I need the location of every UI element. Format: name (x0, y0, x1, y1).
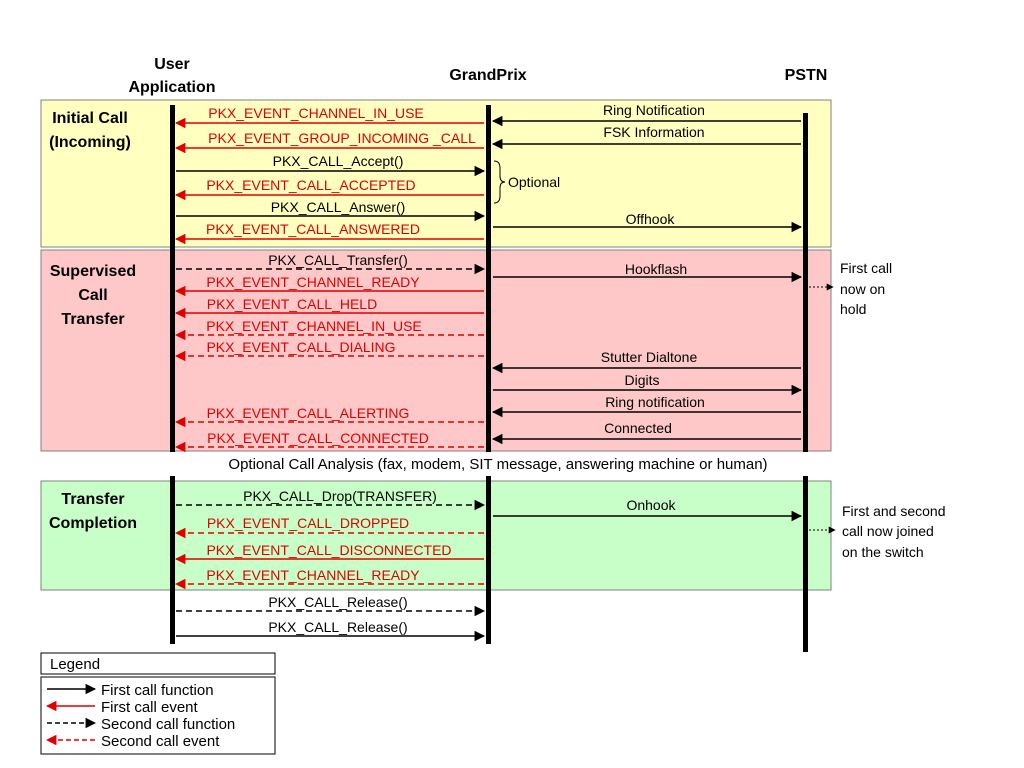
msg-call-dropped: PKX_EVENT_CALL_DROPPED (174, 515, 484, 539)
msg-channel-in-use-1-label: PKX_EVENT_CHANNEL_IN_USE (208, 105, 424, 121)
section-title-supervised-line2: Call (78, 287, 107, 304)
column-header-user-app-line1: User (154, 56, 190, 73)
msg-call-held: PKX_EVENT_CALL_HELD (174, 296, 484, 319)
msg-call-drop-label: PKX_CALL_Drop(TRANSFER) (243, 488, 437, 504)
msg-ring-notification-label: Ring Notification (603, 102, 705, 118)
msg-call-dialing: PKX_EVENT_CALL_DIALING (174, 339, 484, 362)
legend-first-call-event-label: First call event (101, 699, 199, 716)
lifeline-user-app-1 (170, 105, 175, 452)
legend-second-call-event-label: Second call event (101, 733, 220, 750)
msg-call-accept-label: PKX_CALL_Accept() (273, 153, 404, 169)
note-joined-line2: call now joined (842, 523, 934, 539)
msg-call-answer: PKX_CALL_Answer() (176, 199, 486, 222)
msg-fsk-information: FSK Information (491, 124, 801, 150)
msg-ring-notification-2-label: Ring notification (605, 394, 705, 410)
legend-title: Legend (50, 656, 100, 673)
msg-group-incoming-call: PKX_EVENT_GROUP_INCOMING _CALL (174, 130, 484, 154)
msg-hookflash-label: Hookflash (625, 261, 687, 277)
msg-ring-notification-2: Ring notification (491, 394, 801, 418)
section-title-supervised-line1: Supervised (50, 263, 136, 280)
msg-onhook: Onhook (493, 497, 803, 522)
column-header-user-app-line2: Application (128, 79, 215, 96)
msg-offhook: Offhook (493, 211, 803, 233)
msg-call-drop: PKX_CALL_Drop(TRANSFER) (176, 488, 486, 511)
section-title-supervised-line3: Transfer (61, 311, 124, 328)
section-title-completion-line2: Completion (49, 515, 137, 532)
legend-second-call-function-label: Second call function (101, 716, 235, 733)
msg-call-transfer: PKX_CALL_Transfer() (176, 252, 486, 275)
msg-channel-ready-2-label: PKX_EVENT_CHANNEL_READY (206, 567, 420, 583)
msg-call-release-1: PKX_CALL_Release() (176, 594, 486, 617)
msg-call-answer-label: PKX_CALL_Answer() (271, 199, 406, 215)
note-hold-line3: hold (840, 301, 866, 317)
msg-channel-ready-1: PKX_EVENT_CHANNEL_READY (174, 274, 484, 297)
msg-channel-in-use-1: PKX_EVENT_CHANNEL_IN_USE (174, 105, 484, 129)
msg-stutter-dialtone-label: Stutter Dialtone (601, 349, 698, 365)
msg-call-release-1-label: PKX_CALL_Release() (268, 594, 407, 610)
msg-connected-label: Connected (604, 420, 672, 436)
lifeline-pstn-1 (803, 113, 808, 452)
legend-first-call-function-label: First call function (101, 682, 214, 699)
msg-call-transfer-label: PKX_CALL_Transfer() (268, 252, 408, 268)
section-initial-call-bg (40, 99, 832, 248)
note-first-call-on-hold: First call now on hold (809, 260, 892, 317)
msg-call-held-label: PKX_EVENT_CALL_HELD (207, 296, 377, 312)
note-calls-joined: First and second call now joined on the … (809, 503, 946, 560)
note-hold-line2: now on (840, 281, 885, 297)
msg-digits: Digits (493, 372, 803, 396)
msg-connected: Connected (491, 420, 801, 445)
msg-channel-ready-1-label: PKX_EVENT_CHANNEL_READY (206, 274, 420, 290)
msg-call-dialing-label: PKX_EVENT_CALL_DIALING (206, 339, 395, 355)
lifeline-user-app-2 (170, 476, 175, 644)
note-joined-line1: First and second (842, 503, 946, 519)
optional-brace-label: Optional (508, 174, 560, 190)
msg-channel-ready-2: PKX_EVENT_CHANNEL_READY (174, 567, 484, 590)
msg-call-accepted: PKX_EVENT_CALL_ACCEPTED (174, 177, 484, 201)
optional-brace (493, 160, 506, 204)
msg-group-incoming-call-label: PKX_EVENT_GROUP_INCOMING _CALL (208, 130, 476, 146)
msg-channel-in-use-2-label: PKX_EVENT_CHANNEL_IN_USE (206, 318, 422, 334)
note-joined-line3: on the switch (842, 544, 924, 560)
legend-title-box (40, 652, 276, 675)
msg-ring-notification: Ring Notification (491, 102, 801, 127)
column-header-pstn: PSTN (785, 67, 828, 84)
msg-stutter-dialtone: Stutter Dialtone (491, 349, 801, 374)
msg-call-connected-label: PKX_EVENT_CALL_CONNECTED (207, 430, 429, 446)
optional-call-analysis-note: Optional Call Analysis (fax, modem, SIT … (228, 456, 767, 473)
msg-offhook-label: Offhook (626, 211, 676, 227)
msg-call-disconnected-label: PKX_EVENT_CALL_DISCONNECTED (206, 542, 451, 558)
lifeline-grandprix-2 (486, 476, 491, 644)
legend-box (40, 676, 276, 755)
msg-call-accepted-label: PKX_EVENT_CALL_ACCEPTED (206, 177, 415, 193)
msg-call-answered-label: PKX_EVENT_CALL_ANSWERED (206, 221, 420, 237)
lifeline-grandprix-1 (486, 105, 491, 452)
column-header-grandprix: GrandPrix (449, 67, 526, 84)
legend: Legend First call function First call ev… (40, 652, 276, 755)
lifeline-pstn-2 (803, 476, 808, 652)
msg-call-dropped-label: PKX_EVENT_CALL_DROPPED (207, 515, 409, 531)
section-title-initial-line1: Initial Call (52, 110, 128, 127)
msg-call-release-2-label: PKX_CALL_Release() (268, 619, 407, 635)
msg-digits-label: Digits (624, 372, 659, 388)
section-title-completion-line1: Transfer (61, 491, 124, 508)
msg-call-disconnected: PKX_EVENT_CALL_DISCONNECTED (174, 542, 484, 565)
section-title-initial-line2: (Incoming) (49, 134, 131, 151)
note-hold-line1: First call (840, 260, 892, 276)
msg-call-connected: PKX_EVENT_CALL_CONNECTED (174, 430, 484, 453)
msg-call-accept: PKX_CALL_Accept() (176, 153, 486, 177)
msg-onhook-label: Onhook (626, 497, 676, 513)
msg-call-release-2: PKX_CALL_Release() (176, 619, 486, 642)
msg-channel-in-use-2: PKX_EVENT_CHANNEL_IN_USE (174, 318, 484, 341)
msg-hookflash: Hookflash (493, 261, 803, 283)
msg-call-alerting-label: PKX_EVENT_CALL_ALERTING (207, 405, 410, 421)
msg-fsk-information-label: FSK Information (603, 124, 704, 140)
msg-call-alerting: PKX_EVENT_CALL_ALERTING (174, 405, 484, 428)
msg-call-answered: PKX_EVENT_CALL_ANSWERED (174, 221, 484, 245)
section-supervised-transfer-bg (40, 249, 832, 452)
